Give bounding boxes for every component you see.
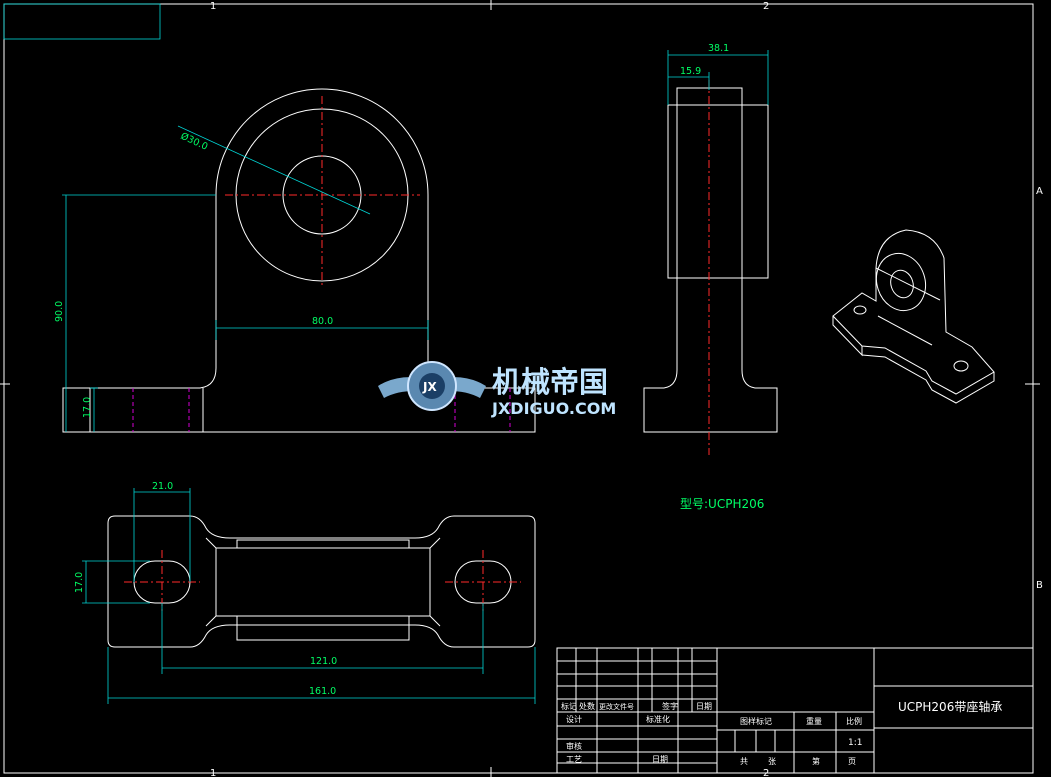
tb-rev-mark: 标记 xyxy=(561,701,577,711)
tb-weight: 重量 xyxy=(806,716,822,726)
tb-rev-sign: 签字 xyxy=(662,701,678,711)
zone-bottom-1: 1 xyxy=(210,768,216,777)
dim-top-slot-height: 17.0 xyxy=(74,572,85,593)
zone-top-2: 2 xyxy=(763,1,769,12)
dim-side-inner-width: 15.9 xyxy=(680,66,701,77)
zone-right-b: B xyxy=(1036,580,1043,591)
dim-top-slot-width: 21.0 xyxy=(152,481,173,492)
tb-scale-value: 1:1 xyxy=(848,738,862,748)
tb-standardization: 标准化 xyxy=(646,714,670,724)
model-label: 型号:UCPH206 xyxy=(680,497,764,511)
side-view-dimensions xyxy=(667,50,769,105)
tb-process: 工艺 xyxy=(566,755,582,764)
top-view-dimensions xyxy=(82,488,536,704)
tb-sheet: 张 xyxy=(768,757,776,766)
dim-front-height: 90.0 xyxy=(54,301,65,322)
tb-approve: 日期 xyxy=(652,755,668,764)
dim-front-base-height: 17.0 xyxy=(82,397,93,418)
tb-total: 共 xyxy=(740,757,748,766)
tb-sheet-no: 第 xyxy=(812,756,820,766)
tb-page: 页 xyxy=(848,757,856,766)
watermark-logo: JX xyxy=(378,361,486,411)
tb-rev-doc: 更改文件号 xyxy=(599,702,634,711)
zone-top-1: 1 xyxy=(210,1,216,12)
tb-rev-date: 日期 xyxy=(696,702,712,711)
dim-side-total-width: 38.1 xyxy=(708,43,729,54)
tb-rev-count: 处数 xyxy=(579,701,595,711)
tb-drawing-name: UCPH206带座轴承 xyxy=(898,699,1002,714)
title-block xyxy=(556,647,1034,774)
dim-top-total-length: 161.0 xyxy=(309,686,336,697)
dim-front-diameter: Ø30.0 xyxy=(179,131,210,153)
tb-scale-label: 比例 xyxy=(846,716,862,726)
watermark-text-en: JXDIGUO.COM xyxy=(491,399,616,418)
isometric-view xyxy=(832,229,995,404)
watermark-text-cn: 机械帝国 xyxy=(492,365,608,399)
watermark-badge: JX xyxy=(422,380,437,394)
front-view-dimensions xyxy=(62,125,429,432)
side-view xyxy=(643,80,778,455)
zone-right-a: A xyxy=(1036,186,1043,197)
top-view xyxy=(107,515,536,648)
tb-review: 审核 xyxy=(566,741,582,751)
tb-stage-mark: 图样标记 xyxy=(740,716,772,726)
tb-design: 设计 xyxy=(566,714,582,724)
dim-top-hole-spacing: 121.0 xyxy=(310,656,337,667)
dim-front-width: 80.0 xyxy=(312,316,333,327)
